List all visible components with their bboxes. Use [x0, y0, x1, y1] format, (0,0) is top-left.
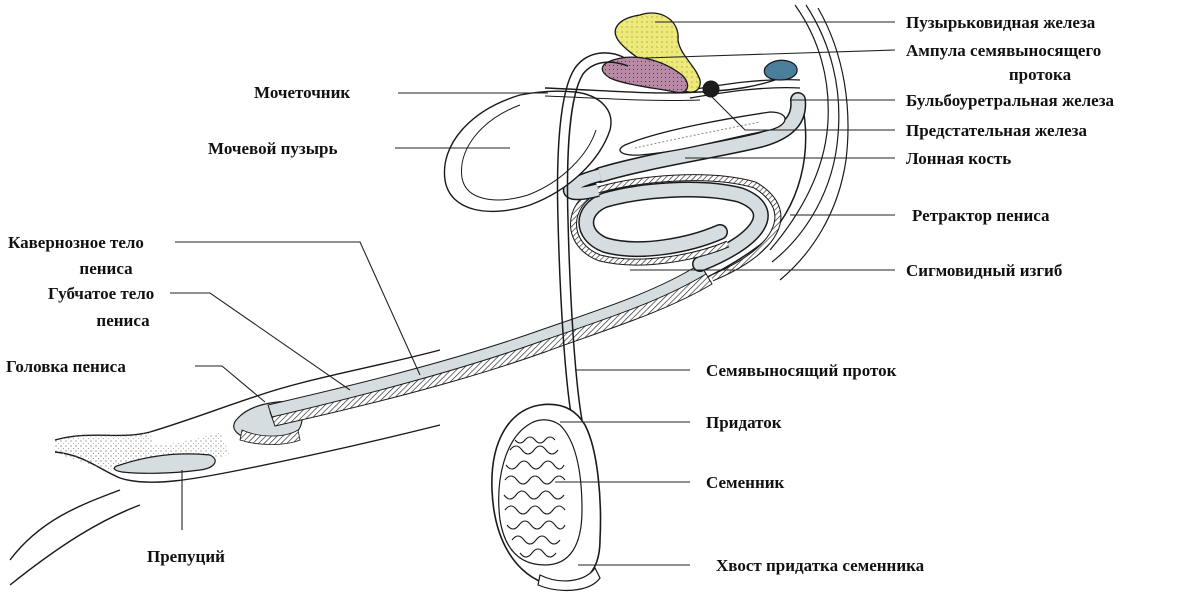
bulbourethral-shape: [763, 59, 798, 81]
label-pubic-bone: Лонная кость: [906, 149, 1012, 168]
label-glans: Головка пениса: [6, 357, 126, 376]
prepuce-shape: [113, 453, 216, 474]
pelvic-wall: [769, 4, 849, 281]
label-retractor: Ретрактор пениса: [912, 206, 1050, 225]
label-bladder: Мочевой пузырь: [208, 139, 338, 158]
label-spongy-line1: Губчатое тело: [48, 284, 155, 303]
label-epididymis-tail: Хвост придатка семенника: [716, 556, 925, 575]
prostate-shape: [702, 80, 720, 98]
penis-spongy-band: [267, 263, 707, 418]
label-bulbourethral: Бульбоуретральная железа: [906, 91, 1115, 110]
label-seminal-vesicle: Пузырьковидная железа: [906, 13, 1096, 32]
label-cavernous-line2: пениса: [79, 259, 133, 278]
label-prepuce: Препуций: [147, 547, 225, 566]
ampulla-shape: [601, 56, 689, 94]
label-epididymis: Придаток: [706, 413, 782, 432]
label-prostate: Предстательная железа: [906, 121, 1087, 140]
leader-lines: [170, 21, 896, 566]
seminiferous-tubules: [503, 436, 566, 558]
label-ampulla-line1: Ампула семявыносящего: [906, 41, 1102, 60]
epididymis-tail-shape: [537, 566, 601, 591]
label-ureter: Мочеточник: [254, 83, 351, 102]
label-ampulla-line2: протока: [1008, 65, 1072, 84]
label-spongy-line2: пениса: [96, 311, 150, 330]
vas-deferens: [556, 52, 626, 421]
label-vas-deferens: Семявыносящий проток: [706, 361, 897, 380]
label-cavernous-line1: Кавернозное тело: [8, 233, 144, 252]
label-sigmoid: Сигмовидный изгиб: [906, 261, 1063, 280]
label-testis: Семенник: [706, 473, 785, 492]
skin-outline: [9, 349, 441, 586]
sigmoid-flexure: [562, 92, 807, 282]
